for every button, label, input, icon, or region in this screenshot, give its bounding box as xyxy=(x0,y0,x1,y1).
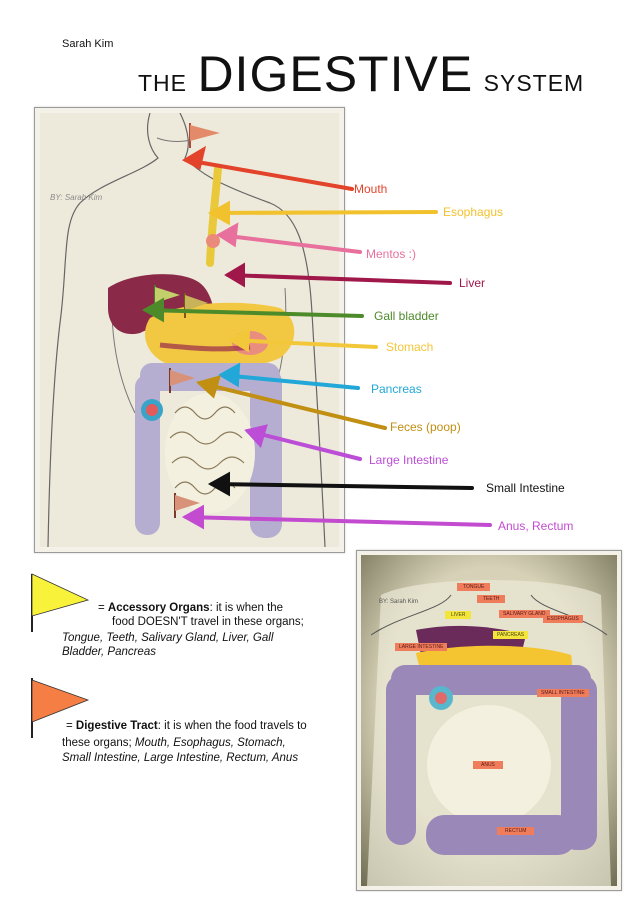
label-large-intestine: Large Intestine xyxy=(369,453,449,467)
accessory-desc1: : it is when the xyxy=(209,602,284,614)
label-mouth: Mouth xyxy=(354,182,388,196)
model-photo-frame: BY: Sarah Kim TONGUE TEETH SALIVARY GLAN… xyxy=(356,550,622,891)
tract-line2: these organs; Mouth, Esophagus, Stomach, xyxy=(62,736,286,750)
author-name: Sarah Kim xyxy=(62,38,114,50)
accessory-desc2: food DOESN'T travel in these organs; xyxy=(112,616,304,628)
photo-signature: BY: Sarah Kim xyxy=(379,599,419,605)
label-feces: Feces (poop) xyxy=(390,420,461,434)
flag-tongue: TONGUE xyxy=(457,583,491,591)
flag-esophagus: ESOPHAGUS xyxy=(543,615,583,623)
title-main: DIGESTIVE xyxy=(197,46,474,102)
tract-line2-plain: these organs; xyxy=(62,737,135,749)
body-drawing xyxy=(47,112,326,548)
accessory-term: Accessory Organs xyxy=(107,602,210,614)
accessory-eq: = xyxy=(98,602,108,614)
flag-anus: ANUS xyxy=(473,761,503,769)
label-arrows xyxy=(141,145,492,530)
poster-photo-frame: BY: Sarah Kim xyxy=(34,107,345,553)
accessory-list2: Bladder, Pancreas xyxy=(62,646,156,658)
yellow-flag-icon xyxy=(31,573,90,632)
title-system: SYSTEM xyxy=(483,70,585,96)
label-esophagus: Esophagus xyxy=(443,205,504,219)
tract-line2-italic: Mouth, Esophagus, Stomach, xyxy=(134,737,286,749)
flag-salivary-gland: SALIVARY GLAND xyxy=(499,610,550,618)
poster-signature: BY: Sarah Kim xyxy=(50,193,103,202)
orange-flag-icon xyxy=(31,678,90,738)
label-small-intestine: Small Intestine xyxy=(486,481,565,495)
flag-small-intestine: SMALL INTESTINE xyxy=(537,689,589,697)
model-photo: BY: Sarah Kim TONGUE TEETH SALIVARY GLAN… xyxy=(361,555,617,886)
tract-list3: Small Intestine, Large Intestine, Rectum… xyxy=(62,752,299,764)
tract-line1: = Digestive Tract: it is when the food t… xyxy=(66,719,307,733)
accessory-line1: = Accessory Organs: it is when the xyxy=(98,601,283,615)
tract-desc1: : it is when the food travels to xyxy=(157,720,307,732)
tract-eq: = xyxy=(66,720,76,732)
tract-term: Digestive Tract xyxy=(75,720,158,732)
label-stomach: Stomach xyxy=(386,340,434,354)
poster-image: BY: Sarah Kim xyxy=(40,112,339,548)
flag-pancreas: PANCREAS xyxy=(493,631,529,639)
model-photo-drawing xyxy=(361,555,617,886)
flag-large-intestine: LARGE INTESTINE xyxy=(395,643,448,651)
label-anus-rectum: Anus, Rectum xyxy=(498,519,574,533)
label-liver: Liver xyxy=(459,276,486,290)
page-title: THE DIGESTIVE SYSTEM xyxy=(138,45,584,103)
flag-teeth: TEETH xyxy=(477,595,506,603)
flag-liver: LIVER xyxy=(445,611,472,619)
accessory-list1: Tongue, Teeth, Salivary Gland, Liver, Ga… xyxy=(62,632,274,644)
title-the: THE xyxy=(138,70,187,96)
label-mentos: Mentos :) xyxy=(366,247,417,261)
flag-rectum: RECTUM xyxy=(497,827,535,835)
label-pancreas: Pancreas xyxy=(371,382,422,396)
label-gall-bladder: Gall bladder xyxy=(374,309,439,323)
